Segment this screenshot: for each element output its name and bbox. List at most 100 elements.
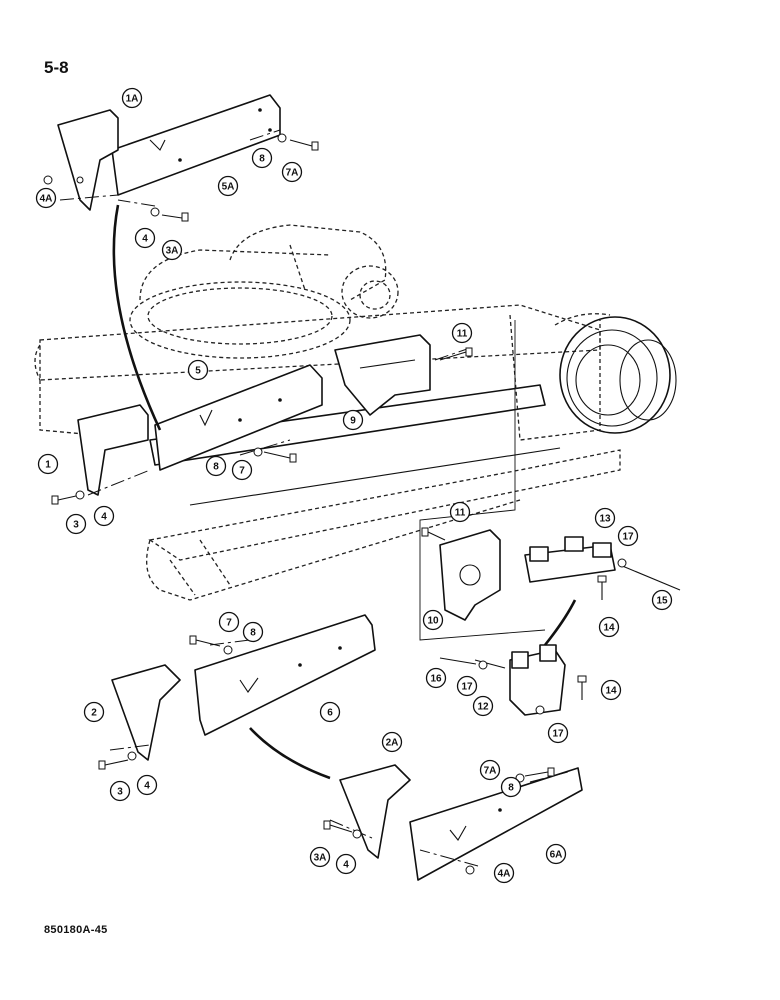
callout-circle bbox=[217, 175, 239, 197]
callout-c-17-bottom: 17 bbox=[547, 722, 569, 744]
callout-circle bbox=[136, 774, 158, 796]
fasteners bbox=[43, 133, 627, 875]
callout-circle bbox=[161, 239, 183, 261]
callout-label: 1 bbox=[45, 460, 51, 471]
bracket-1 bbox=[77, 404, 149, 496]
callout-label: 14 bbox=[603, 623, 615, 634]
callout-c-11-top: 11 bbox=[451, 322, 473, 344]
callout-c-2A: 2A bbox=[381, 731, 403, 753]
callout-circle bbox=[37, 453, 59, 475]
callout-label: 2A bbox=[386, 738, 399, 749]
callout-c-7-mid: 7 bbox=[231, 459, 253, 481]
callout-label: 13 bbox=[599, 514, 611, 525]
callout-label: 11 bbox=[457, 329, 468, 340]
callout-circle bbox=[218, 611, 240, 633]
callout-circle bbox=[187, 359, 209, 381]
callout-circle bbox=[251, 147, 273, 169]
callout-c-4-top: 4 bbox=[134, 227, 156, 249]
callout-c-3A-low: 3A bbox=[309, 846, 331, 868]
callout-c-4-bottom: 4 bbox=[335, 853, 357, 875]
callout-circle bbox=[319, 701, 341, 723]
callout-circle bbox=[547, 722, 569, 744]
callout-circle bbox=[479, 759, 501, 781]
callout-circle bbox=[449, 501, 471, 523]
callout-label: 2 bbox=[91, 708, 97, 719]
shield-5 bbox=[154, 364, 323, 471]
callout-c-8-top: 8 bbox=[251, 147, 273, 169]
callout-circle bbox=[121, 87, 143, 109]
callout-c-4-mid: 4 bbox=[93, 505, 115, 527]
callout-label: 7 bbox=[226, 618, 232, 629]
callout-circle bbox=[65, 513, 87, 535]
callout-c-14-low: 14 bbox=[600, 679, 622, 701]
callout-circle bbox=[205, 455, 227, 477]
callout-label: 3A bbox=[166, 246, 179, 257]
callout-circle bbox=[617, 525, 639, 547]
callout-label: 16 bbox=[430, 674, 442, 685]
shield-6 bbox=[194, 614, 376, 736]
callout-circle bbox=[598, 616, 620, 638]
callout-c-7A-low: 7A bbox=[479, 759, 501, 781]
callout-c-1: 1 bbox=[37, 453, 59, 475]
callout-label: 4 bbox=[343, 860, 349, 871]
bearing-block-13 bbox=[524, 536, 616, 583]
bracket-2A bbox=[339, 764, 411, 859]
callout-label: 6 bbox=[327, 708, 333, 719]
callout-circle bbox=[335, 853, 357, 875]
callout-circle bbox=[281, 161, 303, 183]
callout-c-7-low: 7 bbox=[218, 611, 240, 633]
callout-label: 4A bbox=[40, 194, 53, 205]
callout-c-6A: 6A bbox=[545, 843, 567, 865]
callout-c-10: 10 bbox=[422, 609, 444, 631]
callout-c-16: 16 bbox=[425, 667, 447, 689]
callout-circle bbox=[651, 589, 673, 611]
bracket-1A bbox=[57, 109, 119, 211]
callout-circle bbox=[381, 731, 403, 753]
callout-circle bbox=[134, 227, 156, 249]
callout-c-5A: 5A bbox=[217, 175, 239, 197]
callout-label: 5 bbox=[195, 366, 201, 377]
inset-frame bbox=[419, 320, 546, 641]
callout-c-11-right: 11 bbox=[449, 501, 471, 523]
callout-label: 14 bbox=[605, 686, 617, 697]
callout-c-6: 6 bbox=[319, 701, 341, 723]
callout-label: 11 bbox=[455, 508, 466, 519]
callout-circle bbox=[600, 679, 622, 701]
cover-10 bbox=[439, 529, 501, 621]
callout-c-4A-top: 4A bbox=[35, 187, 57, 209]
callout-circle bbox=[109, 780, 131, 802]
callout-circle bbox=[456, 675, 478, 697]
callout-label: 9 bbox=[350, 416, 356, 427]
callout-label: 17 bbox=[552, 729, 564, 740]
callout-circle bbox=[493, 862, 515, 884]
callout-label: 8 bbox=[213, 462, 219, 473]
callout-c-8-bottom: 8 bbox=[500, 776, 522, 798]
figure-code: 850180A-45 bbox=[44, 924, 108, 936]
callout-circle bbox=[93, 505, 115, 527]
callout-c-17-low: 17 bbox=[456, 675, 478, 697]
callout-circle bbox=[342, 409, 364, 431]
page-number: 5-8 bbox=[44, 58, 69, 77]
callout-label: 12 bbox=[477, 702, 489, 713]
clamp-12 bbox=[474, 644, 566, 716]
callout-label: 4 bbox=[144, 781, 150, 792]
callout-label: 7 bbox=[239, 466, 245, 477]
callout-c-14-right: 14 bbox=[598, 616, 620, 638]
callout-label: 7A bbox=[484, 766, 497, 777]
callout-c-7A-top: 7A bbox=[281, 161, 303, 183]
callout-label: 8 bbox=[259, 154, 265, 165]
callout-label: 4A bbox=[498, 869, 511, 880]
callout-label: 5A bbox=[222, 182, 235, 193]
callout-label: 8 bbox=[508, 783, 514, 794]
rod-15 bbox=[619, 564, 681, 591]
callout-circle bbox=[231, 459, 253, 481]
callout-label: 4 bbox=[101, 512, 107, 523]
callout-label: 17 bbox=[622, 532, 634, 543]
callout-circle bbox=[83, 701, 105, 723]
callout-circle bbox=[594, 507, 616, 529]
callout-label: 8 bbox=[250, 628, 256, 639]
callout-circle bbox=[500, 776, 522, 798]
callout-c-4A-bottom: 4A bbox=[493, 862, 515, 884]
